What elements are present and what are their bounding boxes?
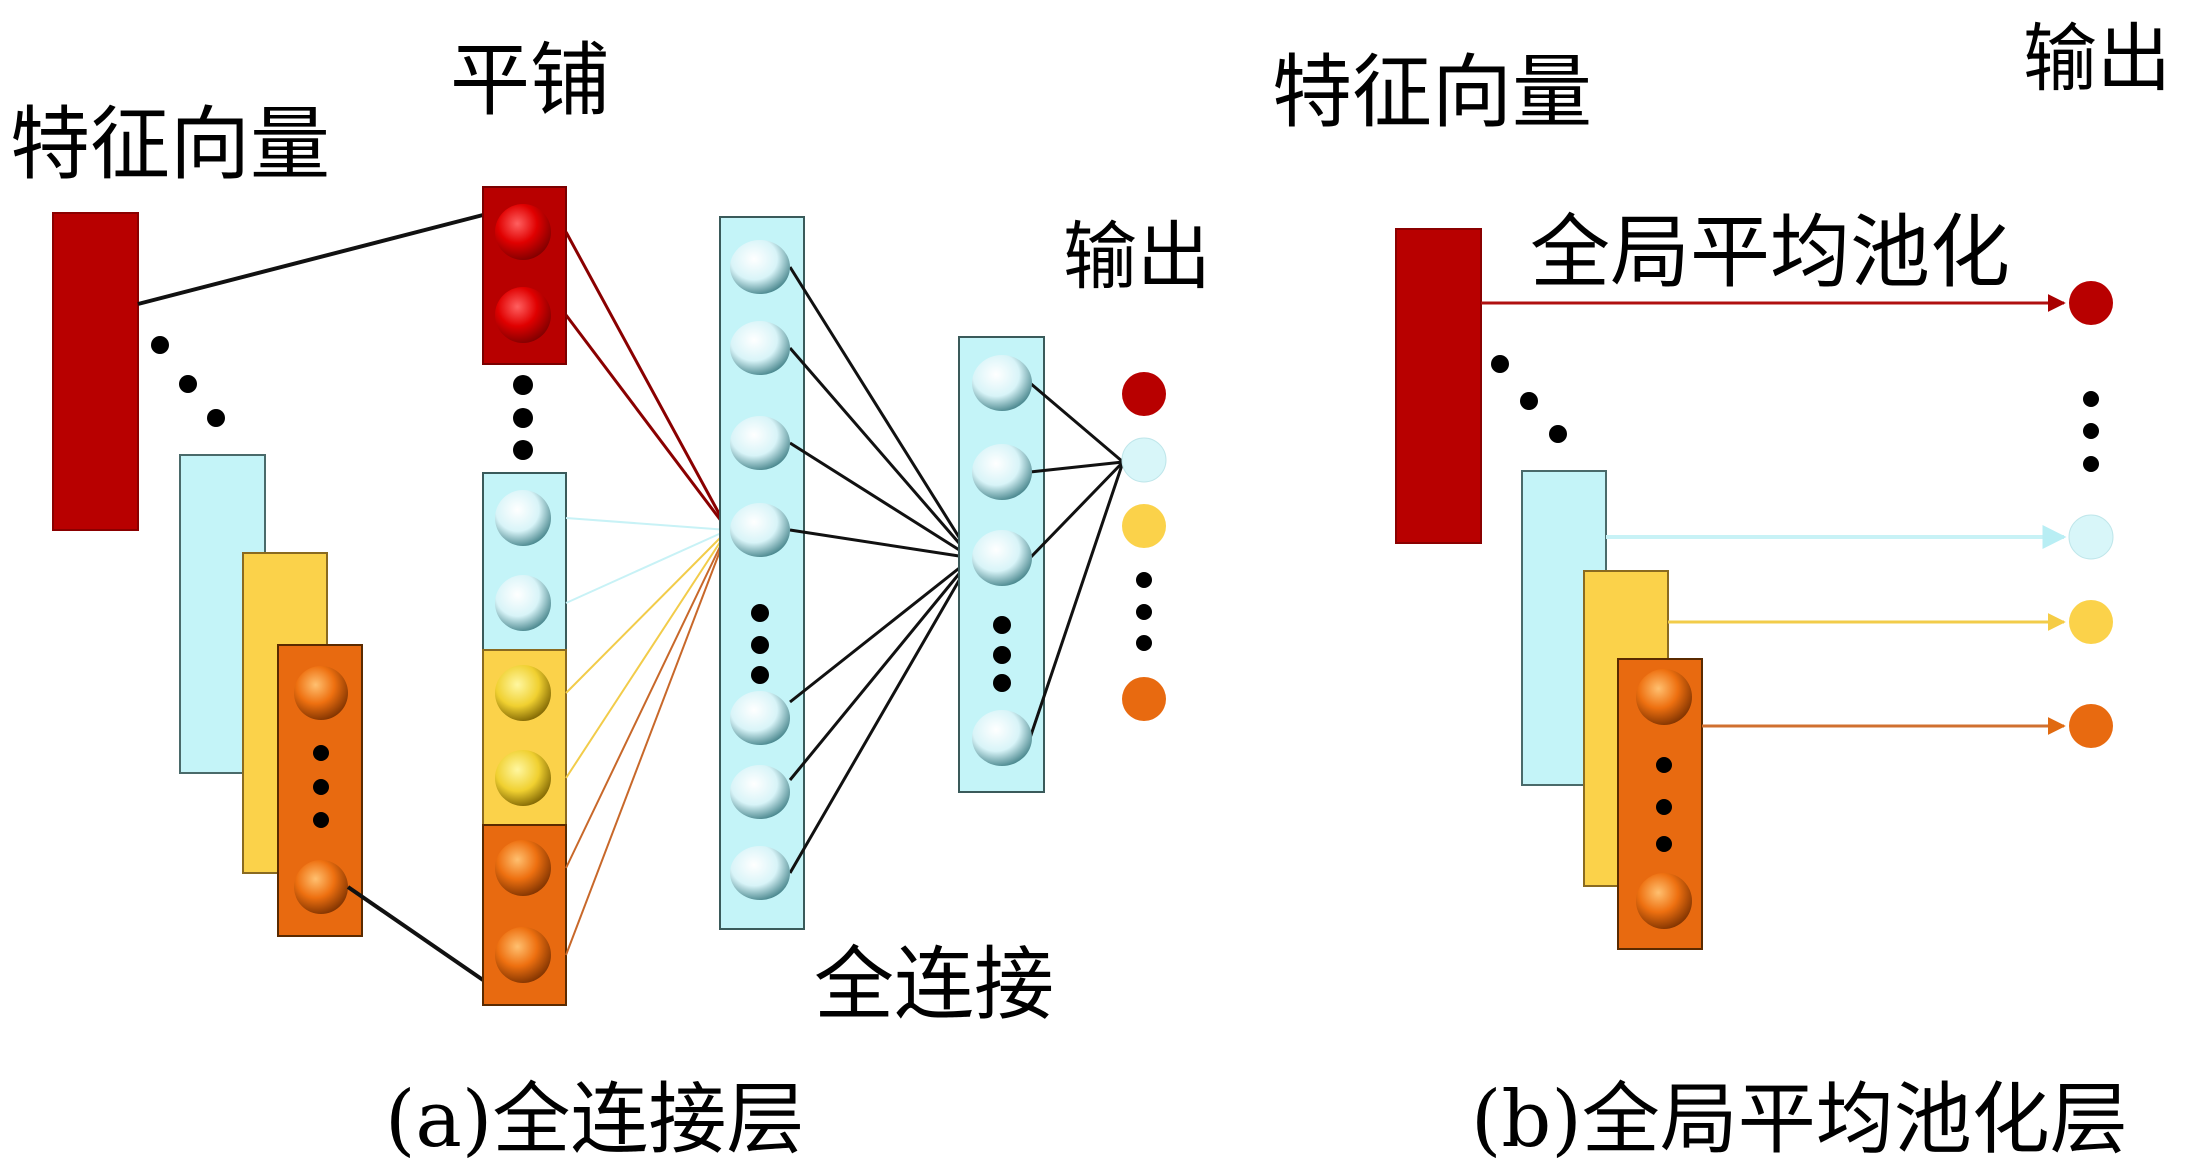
flatten-node-orange — [495, 927, 551, 983]
connector-line — [1029, 460, 1124, 474]
ellipsis-dot — [1136, 604, 1152, 620]
ellipsis-dot — [513, 375, 533, 395]
flatten-node-red — [495, 204, 551, 260]
flatten-node-red — [495, 287, 551, 343]
ellipsis-dot — [1136, 572, 1152, 588]
fc1-node — [730, 321, 790, 375]
output-yellow — [1122, 504, 1166, 548]
flatten-node-yellow — [495, 750, 551, 806]
fc1-node — [730, 240, 790, 294]
connector-line — [565, 529, 729, 779]
flatten-node-orange — [495, 840, 551, 896]
label-fully-connected: 全连接 — [814, 938, 1054, 1031]
ellipsis-dot — [751, 636, 769, 654]
ellipsis-dot — [2083, 456, 2099, 472]
fc2-node — [972, 444, 1032, 500]
ellipsis-dot — [993, 646, 1011, 664]
output-cyan — [2068, 514, 2114, 560]
connector-line — [565, 529, 729, 869]
connector-line — [788, 557, 974, 874]
label-output-b: 输出 — [2023, 16, 2171, 102]
ellipsis-dot — [2083, 391, 2099, 407]
ellipsis-dot — [313, 812, 329, 828]
caption-b: (b)全局平均池化层 — [1471, 1075, 2128, 1162]
connector-line — [789, 441, 973, 560]
output-red — [1122, 372, 1166, 416]
ellipsis-dot — [751, 666, 769, 684]
feature-node-orange — [294, 666, 348, 720]
fc2-node — [972, 530, 1032, 586]
connector-line — [137, 213, 484, 306]
feature-map-red — [1395, 228, 1482, 544]
connector-line — [565, 529, 729, 604]
feature-node-orange — [1636, 669, 1692, 725]
label-feature-vector-a: 特征向量 — [10, 98, 330, 191]
connector-line — [788, 347, 974, 559]
fc2-node — [972, 710, 1032, 766]
ellipsis-dot — [313, 745, 329, 761]
connector-line — [564, 314, 730, 531]
connector-line — [788, 266, 974, 559]
ellipsis-dot — [1136, 635, 1152, 651]
output-orange — [2069, 704, 2113, 748]
ellipsis-dot — [1520, 392, 1538, 410]
output-orange — [1122, 677, 1166, 721]
ellipsis-dot — [151, 336, 169, 354]
ellipsis-dot — [1656, 757, 1672, 773]
output-cyan — [1121, 437, 1167, 483]
output-yellow — [2069, 600, 2113, 644]
flatten-node-cyan — [495, 575, 551, 631]
flatten-node-yellow — [495, 665, 551, 721]
label-global-avg-pool: 全局平均池化 — [1530, 206, 2010, 299]
connector-line — [788, 557, 974, 781]
feature-map-red — [52, 212, 139, 531]
ellipsis-dot — [993, 674, 1011, 692]
output-red — [2069, 281, 2113, 325]
connector-line — [1029, 381, 1124, 464]
ellipsis-dot — [993, 616, 1011, 634]
label-feature-vector-b: 特征向量 — [1272, 46, 1592, 139]
ellipsis-dot — [1656, 836, 1672, 852]
feature-node-orange — [294, 860, 348, 914]
label-output-a: 输出 — [1063, 214, 1211, 300]
connector-line — [1028, 460, 1125, 560]
connector-line — [789, 528, 973, 560]
label-flatten: 平铺 — [450, 34, 610, 127]
panel-fully-connected: 特征向量 平铺 输出 全连接 (a)全连接层 — [10, 34, 1211, 1162]
ellipsis-dot — [179, 375, 197, 393]
ellipsis-dot — [1656, 799, 1672, 815]
connector-line — [565, 529, 729, 694]
ellipsis-dot — [2083, 423, 2099, 439]
ellipsis-dot — [513, 408, 533, 428]
ellipsis-dot — [313, 779, 329, 795]
ellipsis-dot — [1491, 355, 1509, 373]
caption-a: (a)全连接层 — [385, 1075, 804, 1162]
panel-global-average-pooling: 特征向量 全局平均池化 输出 (b)全局平均池化层 — [1272, 16, 2171, 1162]
ellipsis-dot — [513, 440, 533, 460]
fc1-node — [730, 416, 790, 470]
ellipsis-dot — [1549, 425, 1567, 443]
fc1-node — [730, 503, 790, 557]
flatten-node-cyan — [495, 490, 551, 546]
ellipsis-dot — [751, 604, 769, 622]
ellipsis-dot — [207, 409, 225, 427]
fc1-node — [730, 765, 790, 819]
feature-node-orange — [1636, 873, 1692, 929]
fc1-node — [730, 846, 790, 900]
connector-line — [565, 529, 729, 956]
connector-line — [789, 556, 973, 704]
connector-line — [1028, 461, 1125, 739]
connector-line — [565, 517, 729, 531]
fc1-node — [730, 691, 790, 745]
connector-line — [346, 885, 485, 982]
fc2-node — [972, 355, 1032, 411]
connector-line — [564, 231, 730, 531]
